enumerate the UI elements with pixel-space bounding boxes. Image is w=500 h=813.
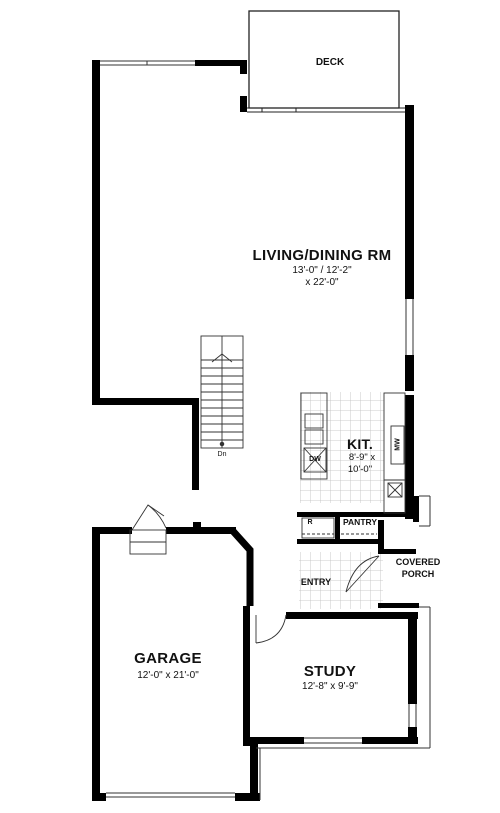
- entry-label: ENTRY: [300, 577, 332, 587]
- garage-dim: 12'-0" x 21'-0": [137, 670, 199, 681]
- refrigerator-label: R: [307, 519, 313, 526]
- kitchen-dim-1: 8'-9" x: [348, 452, 376, 463]
- garage-angled-wall: [229, 527, 254, 606]
- covered-porch-outline: [256, 495, 431, 800]
- deck-label: DECK: [315, 57, 345, 68]
- door-swings: [255, 555, 380, 644]
- living-dining-label: LIVING/DINING RM: [252, 247, 392, 264]
- garage-label: GARAGE: [134, 650, 202, 667]
- stairs-down-label: Dn: [217, 451, 227, 458]
- deck: [247, 10, 411, 113]
- dishwasher-label: DW: [309, 456, 321, 463]
- kitchen-label: KIT.: [346, 436, 374, 452]
- windows: [100, 60, 417, 798]
- garage-steps: [129, 504, 167, 555]
- walls: [92, 60, 419, 801]
- stairs: [200, 335, 244, 449]
- pantry-label: PANTRY: [343, 517, 377, 527]
- kitchen-floor: [300, 392, 384, 503]
- kitchen-dim-2: 10'-0": [347, 464, 373, 475]
- living-dining-dim-2: x 22'-0": [305, 277, 339, 288]
- fridge-pantry: [301, 517, 377, 539]
- living-dining-dim-1: 13'-0" / 12'-2": [292, 265, 352, 276]
- microwave-label: MW: [394, 438, 402, 451]
- entry-floor: [299, 552, 383, 609]
- covered-porch-label-2: PORCH: [401, 569, 435, 579]
- kitchen-counters: [300, 392, 406, 514]
- study-dim: 12'-8" x 9'-9": [302, 681, 358, 692]
- covered-porch-label-1: COVERED: [395, 557, 441, 567]
- study-label: STUDY: [303, 663, 357, 680]
